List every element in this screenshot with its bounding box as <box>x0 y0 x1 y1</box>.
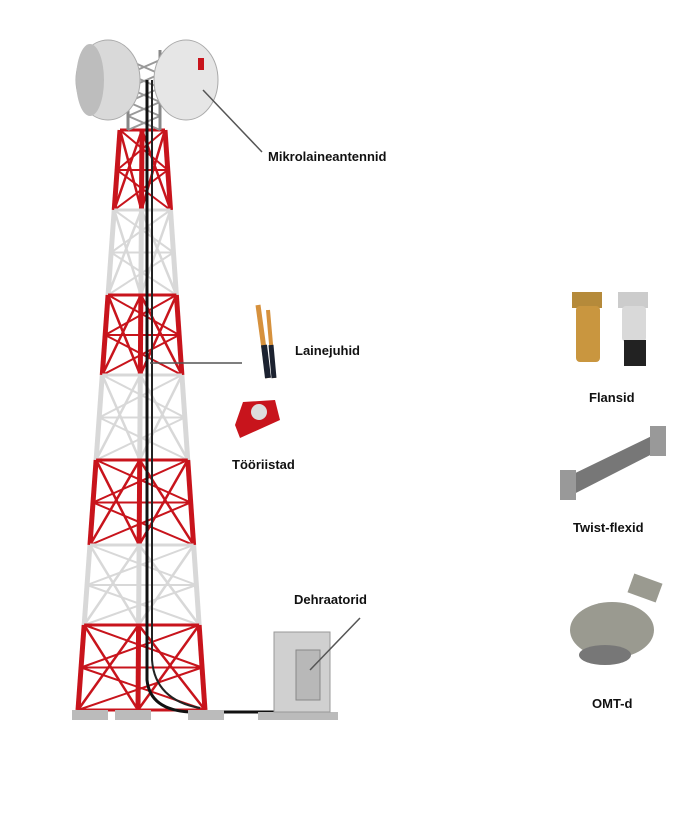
waveguide-cable-2 <box>151 80 201 709</box>
leader-lines <box>150 89 361 671</box>
tower-beam <box>93 374 105 461</box>
tower-beam <box>110 209 172 254</box>
tower-beam <box>185 459 197 546</box>
omt-product <box>570 573 663 665</box>
tower-beam <box>101 374 186 419</box>
tower-beam <box>77 666 203 711</box>
tower-beam <box>95 416 186 461</box>
tower-beam <box>80 624 200 669</box>
tower-beam <box>127 115 161 131</box>
microwave-antenna-right <box>153 39 219 121</box>
label-dehydrators: Dehraatorid <box>294 592 367 607</box>
waveguide-product <box>255 304 277 379</box>
microwave-antenna-left <box>75 39 141 121</box>
label-waveguides: Lainejuhid <box>295 343 360 358</box>
tower-beam <box>113 209 175 254</box>
tower-beam <box>119 129 169 171</box>
label-flanges: Flansid <box>589 390 635 405</box>
tower-beam <box>95 459 192 504</box>
flange-products <box>572 292 648 366</box>
label-omt: OMT-d <box>592 696 633 711</box>
tower-beam <box>116 129 166 171</box>
tower-beam <box>110 251 177 296</box>
tower-beam <box>116 169 172 211</box>
label-twist-flex: Twist-flexid <box>573 520 644 535</box>
label-tools: Tööriistad <box>232 457 295 472</box>
tower-illustration <box>75 50 208 712</box>
tower-beam <box>101 334 180 376</box>
tower-beam <box>98 416 189 461</box>
tower-beam <box>107 251 174 296</box>
tool-product <box>235 400 280 438</box>
twist-flex-product <box>560 426 666 500</box>
label-antennas: Mikrolaineantennid <box>268 149 387 164</box>
tower-beam <box>104 334 183 376</box>
tower-beam <box>104 294 177 336</box>
tower-beam <box>92 501 195 546</box>
tower-beam <box>86 544 194 586</box>
tower-beam <box>83 584 197 626</box>
tower-beam <box>98 374 183 419</box>
tower-bases <box>72 710 338 720</box>
tower-beam <box>127 101 161 117</box>
tower-beam <box>113 169 169 211</box>
tower-beam <box>89 501 192 546</box>
dehydrator-cabinet <box>273 631 331 713</box>
tower-beam <box>83 624 203 669</box>
tower-beam <box>92 459 189 504</box>
tower-beam <box>107 294 180 336</box>
